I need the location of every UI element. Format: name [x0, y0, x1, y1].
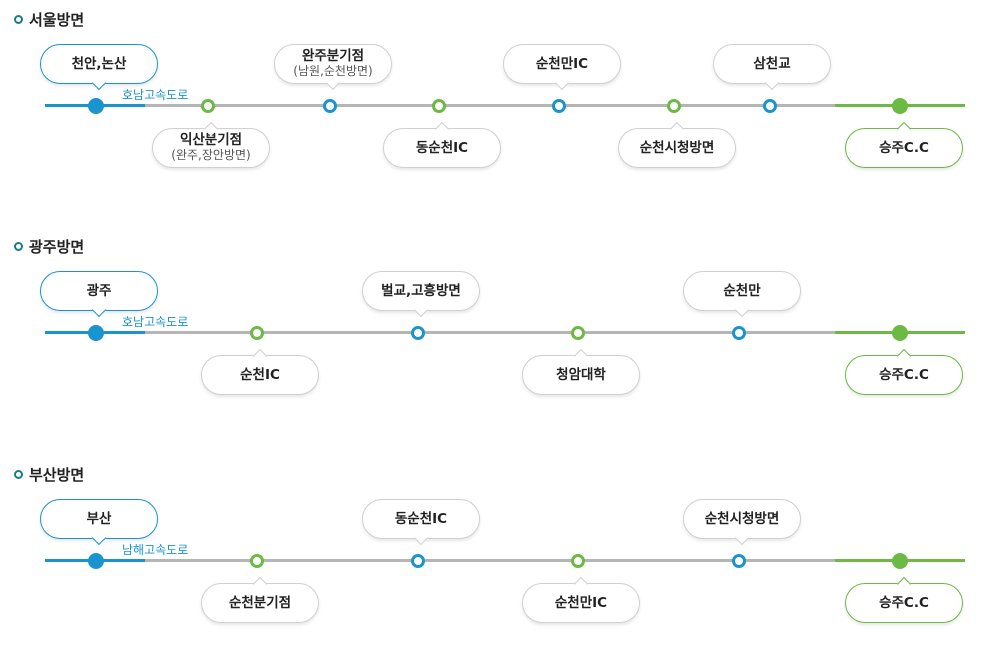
stop-label: 순천분기점: [228, 594, 292, 611]
stop-bubble: 완주분기점 (남원,순천방면): [274, 44, 392, 91]
destination-bubble: 승주C.C: [845, 576, 963, 623]
stop-label: 승주C.C: [879, 139, 929, 156]
bubble-tail: [413, 302, 429, 318]
stop-label: 청암대학: [556, 366, 606, 383]
stop-label: 동순천IC: [394, 510, 448, 527]
stop-node: [323, 99, 337, 113]
bubble-tail: [669, 121, 685, 137]
bubble-tail: [734, 530, 750, 546]
circle-bullet-icon: [14, 241, 23, 251]
stop-label: 광주: [86, 282, 112, 299]
origin-node: [88, 553, 104, 569]
destination-bubble: 승주C.C: [845, 121, 963, 168]
local-road-line: [145, 559, 835, 562]
stop-label: 순천시청방면: [639, 139, 715, 156]
destination-bubble: 승주C.C: [845, 348, 963, 395]
stop-label: 천안,논산: [71, 55, 127, 72]
origin-bubble: 부산: [40, 499, 158, 546]
stop-node: [732, 554, 746, 568]
local-road-line: [145, 104, 835, 107]
bubble-tail: [252, 348, 268, 364]
stop-bubble: 순천시청방면: [618, 121, 736, 168]
origin-bubble: 천안,논산: [40, 44, 158, 91]
bubble-tail: [734, 302, 750, 318]
stop-bubble: 순천분기점: [201, 576, 319, 623]
bubble-tail: [896, 348, 912, 364]
stop-label: 순천만IC: [554, 594, 608, 611]
stop-bubble: 벌교,고흥방면: [362, 271, 480, 318]
bubble-tail: [573, 348, 589, 364]
stop-bubble: 익산분기점 (완주,장안방면): [152, 121, 270, 168]
highway-label: 남해고속도로: [122, 543, 189, 557]
stop-node: [250, 554, 264, 568]
stop-bubble: 순천만: [683, 271, 801, 318]
stop-label: 벌교,고흥방면: [381, 282, 461, 299]
stop-node: [571, 554, 585, 568]
stop-label: 승주C.C: [879, 366, 929, 383]
stop-bubble: 삼천교: [713, 44, 831, 91]
stop-bubble: 순천시청방면: [683, 499, 801, 546]
route-gwangju: 광주방면 호남고속도로 광주 순천IC 벌교,고흥방면 청암대학 순천만 승주C…: [0, 235, 981, 435]
stop-label: 완주분기점: [301, 48, 365, 64]
highway-label: 호남고속도로: [122, 315, 189, 329]
origin-node: [88, 325, 104, 341]
bubble-tail: [764, 75, 780, 91]
stop-node: [571, 326, 585, 340]
stop-node: [667, 99, 681, 113]
stop-label: 동순천IC: [415, 139, 469, 156]
stop-sublabel: (남원,순천방면): [293, 64, 373, 78]
stop-node: [732, 326, 746, 340]
stop-bubble: 청암대학: [522, 348, 640, 395]
stop-node: [432, 99, 446, 113]
bubble-tail: [573, 576, 589, 592]
bubble-tail: [554, 75, 570, 91]
stop-label: 부산: [86, 510, 112, 527]
stop-bubble: 순천만IC: [522, 576, 640, 623]
bubble-tail: [252, 576, 268, 592]
bubble-tail: [413, 530, 429, 546]
bubble-tail: [896, 121, 912, 137]
route-title-label: 부산방면: [29, 465, 85, 484]
bubble-tail: [91, 530, 107, 546]
stop-node: [552, 99, 566, 113]
bubble-tail: [91, 302, 107, 318]
stop-sublabel: (완주,장안방면): [171, 148, 251, 162]
stop-node: [411, 326, 425, 340]
route-title: 서울방면: [14, 8, 84, 30]
stop-label: 순천만: [723, 282, 761, 299]
route-title: 광주방면: [14, 235, 84, 257]
stop-node: [411, 554, 425, 568]
stop-node: [250, 326, 264, 340]
destination-node: [892, 98, 908, 114]
stop-label: 순천시청방면: [704, 510, 780, 527]
stop-node: [763, 99, 777, 113]
local-road-line: [145, 331, 835, 334]
origin-node: [88, 98, 104, 114]
stop-bubble: 순천만IC: [503, 44, 621, 91]
stop-label: 익산분기점: [179, 132, 243, 148]
stop-label: 순천IC: [240, 366, 280, 383]
route-title: 부산방면: [14, 463, 84, 485]
stop-node: [201, 99, 215, 113]
route-title-label: 광주방면: [29, 237, 85, 256]
stop-bubble: 동순천IC: [383, 121, 501, 168]
circle-bullet-icon: [14, 14, 23, 24]
bubble-tail: [91, 75, 107, 91]
stop-label: 승주C.C: [879, 594, 929, 611]
stop-label: 순천만IC: [535, 55, 589, 72]
destination-node: [892, 553, 908, 569]
bubble-tail: [434, 121, 450, 137]
route-title-label: 서울방면: [29, 10, 85, 29]
stop-bubble: 동순천IC: [362, 499, 480, 546]
circle-bullet-icon: [14, 469, 23, 479]
stop-label: 삼천교: [753, 55, 791, 72]
stop-bubble: 순천IC: [201, 348, 319, 395]
destination-node: [892, 325, 908, 341]
origin-bubble: 광주: [40, 271, 158, 318]
route-busan: 부산방면 남해고속도로 부산 순천분기점 동순천IC 순천만IC 순천시청방면 …: [0, 463, 981, 663]
highway-label: 호남고속도로: [122, 88, 189, 102]
bubble-tail: [896, 576, 912, 592]
route-seoul: 서울방면 호남고속도로 천안,논산 익산분기점 (완주,장안방면) 완주분기점 …: [0, 8, 981, 208]
